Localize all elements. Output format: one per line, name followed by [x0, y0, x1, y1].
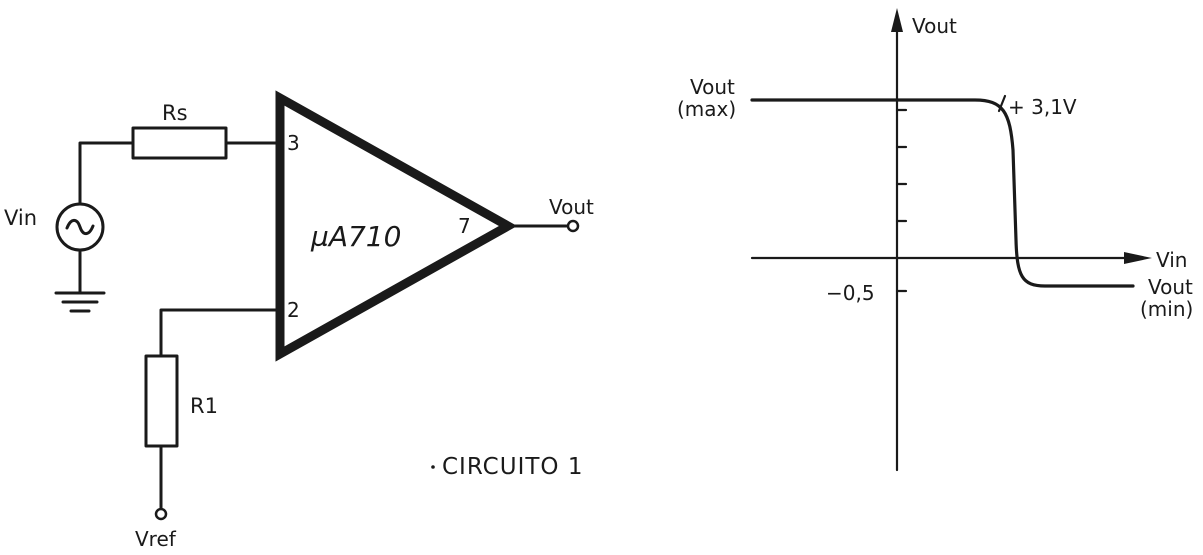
vref-label: Vref [135, 527, 177, 551]
circuit-schematic: Vin Rs 3 2 7 µA710 Vout R1 Vref [4, 90, 594, 551]
caption-dot [431, 465, 435, 469]
x-axis-label: Vin [1156, 248, 1187, 272]
y-ticks [895, 108, 908, 293]
high-value-label: + 3,1V [1008, 95, 1077, 119]
y-axis-arrow [891, 8, 903, 32]
wire-pin2-to-r1 [159, 308, 282, 358]
source-label: Vin [4, 206, 37, 230]
vout-min-label-2: (min) [1140, 297, 1193, 321]
vout-max-label-1: Vout [690, 75, 735, 99]
pin3-label: 3 [287, 131, 300, 155]
vout-min-label-1: Vout [1148, 275, 1193, 299]
vout-max-label-2: (max) [677, 97, 736, 121]
x-axis-arrow [1124, 252, 1152, 264]
wire-source-to-rs [78, 141, 135, 206]
r1-label: R1 [190, 394, 218, 418]
pin2-label: 2 [287, 298, 300, 322]
high-marker [997, 94, 1007, 113]
y-axis-label: Vout [912, 14, 957, 38]
op-amp-triangle [275, 90, 518, 362]
transfer-graph: Vout Vin Vout (max) + 3,1V −0,5 Vout (mi… [677, 8, 1193, 472]
output-terminal [566, 219, 580, 233]
output-label: Vout [549, 195, 594, 219]
vref-terminal [154, 507, 168, 521]
resistor-rs [131, 126, 228, 160]
rs-label: Rs [162, 101, 188, 125]
ground-symbol [54, 248, 106, 313]
vin-source: Vin [4, 202, 105, 252]
resistor-r1 [144, 354, 179, 448]
transfer-curve [750, 98, 1135, 288]
pin7-label: 7 [458, 214, 471, 238]
sine-wave-icon [65, 218, 95, 236]
low-value-label: −0,5 [826, 281, 875, 305]
ic-label: µA710 [310, 220, 401, 253]
caption: CIRCUITO 1 [442, 454, 583, 480]
